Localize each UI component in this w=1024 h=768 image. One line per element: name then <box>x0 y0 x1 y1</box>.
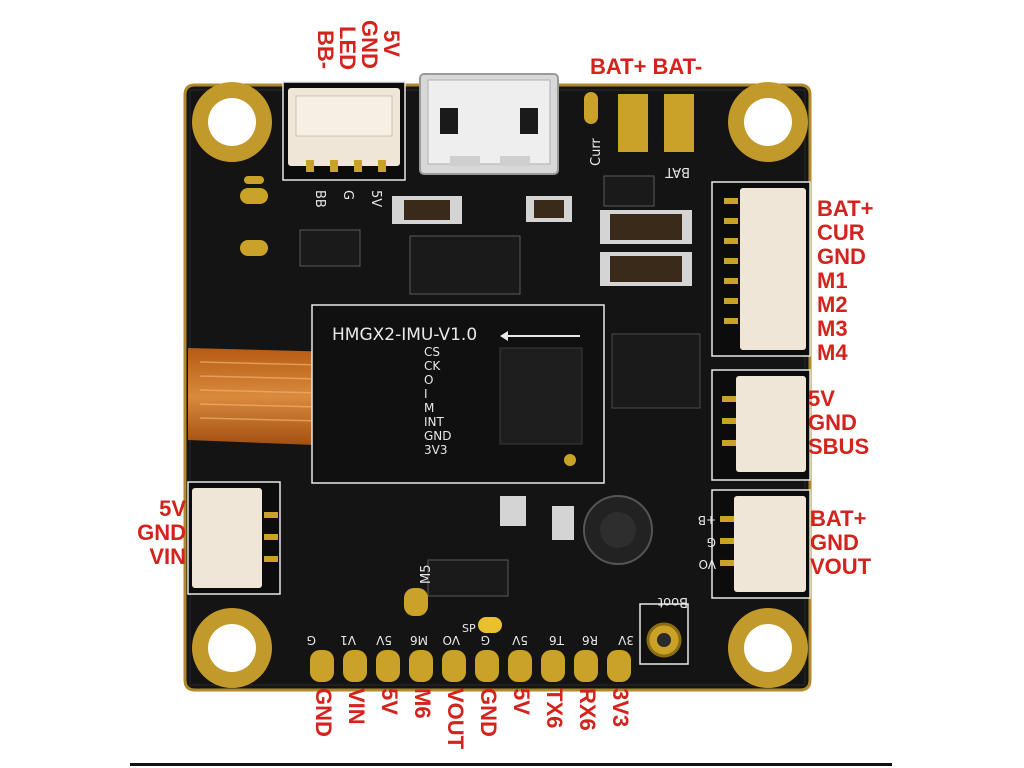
bottom-silk-9: 3V <box>617 633 634 647</box>
connector-right-lower <box>711 489 811 599</box>
connector-right-middle <box>711 369 811 481</box>
label-left-gnd: GND <box>137 520 186 545</box>
right-pad-g: G <box>707 535 716 549</box>
imu-title: HMGX2-IMU-V1.0 <box>332 325 477 345</box>
bottom-silk-8: R6 <box>582 633 598 647</box>
bat-plus-pad <box>618 94 648 152</box>
label-right-m1: M1 <box>817 268 848 293</box>
bottom-silk-4: VO <box>443 633 460 647</box>
label-right-cur: CUR <box>817 220 865 245</box>
mounting-hole-top-left <box>192 82 272 162</box>
label-bottom-rx6: RX6 <box>575 688 600 731</box>
label-right-low-gnd: GND <box>810 530 859 555</box>
label-left-vin: VIN <box>149 544 186 569</box>
mounting-hole-top-right <box>728 82 808 162</box>
bat-silk: BAT <box>665 164 690 179</box>
bottom-pads <box>310 650 631 682</box>
label-right-vout: VOUT <box>810 554 872 579</box>
smd-components <box>240 175 701 633</box>
label-bottom-tx6: TX6 <box>542 688 567 729</box>
top-conn-g: G <box>340 190 355 200</box>
mounting-hole-bottom-left <box>192 608 272 688</box>
label-top-gnd: GND <box>357 20 382 69</box>
label-right-low-bat: BAT+ <box>810 506 867 531</box>
imu-pin-i: I <box>424 387 428 401</box>
top-connector-silk: BB G 5V <box>312 190 383 208</box>
label-bottom-5v: 5V <box>377 688 402 715</box>
mounting-hole-bottom-right <box>728 608 808 688</box>
label-right-5v: 5V <box>808 386 835 411</box>
imu-pin-cs: CS <box>424 345 440 359</box>
label-right-m2: M2 <box>817 292 848 317</box>
bottom-silk-6: 5V <box>511 633 528 647</box>
label-right-bat-plus: BAT+ <box>817 196 874 221</box>
bottom-silk-1: V1 <box>340 633 356 647</box>
label-top-led: LED <box>335 26 360 70</box>
label-bottom-vin: VIN <box>344 688 369 725</box>
label-bottom-gnd2: GND <box>476 688 501 737</box>
imu-pin-labels: CS CK O I M INT GND 3V3 <box>424 345 452 457</box>
label-left-5v: 5V <box>159 496 186 521</box>
top-conn-bb: BB <box>312 190 327 208</box>
bottom-silk-0: G <box>307 633 316 647</box>
base-line <box>130 763 892 766</box>
label-bottom-5v2: 5V <box>509 688 534 715</box>
bottom-pad-silk: G V1 5V M6 VO G 5V T6 R6 3V <box>307 633 634 647</box>
m5-silk: M5 <box>419 565 434 585</box>
imu-pin-ck: CK <box>424 359 441 373</box>
bottom-silk-3: M6 <box>410 633 428 647</box>
bottom-silk-7: T6 <box>549 633 565 647</box>
imu-pin-int: INT <box>424 415 445 429</box>
label-right-m4: M4 <box>817 340 848 365</box>
label-top-5v: 5V <box>379 30 404 57</box>
right-pad-silk: +B G VO <box>698 513 716 571</box>
label-top-bb: BB- <box>313 30 338 70</box>
label-bottom-m6: M6 <box>410 688 435 719</box>
sp-silk: SP <box>462 622 476 635</box>
imu-pin-gnd: GND <box>424 429 452 443</box>
boot-silk: Boot <box>658 594 688 609</box>
imu-module <box>311 304 605 484</box>
label-right-sbus: SBUS <box>808 434 870 459</box>
connector-right-upper <box>711 181 811 357</box>
curr-silk: Curr <box>589 138 604 166</box>
curr-pad <box>584 92 598 124</box>
top-conn-5v: 5V <box>368 190 383 207</box>
right-pad-vo: VO <box>699 557 716 571</box>
imu-pin-3v3: 3V3 <box>424 443 447 457</box>
connector-left <box>187 481 281 595</box>
label-top-bat: BAT+ BAT- <box>590 54 703 79</box>
label-right-gnd: GND <box>817 244 866 269</box>
label-right-mid-gnd: GND <box>808 410 857 435</box>
label-right-m3: M3 <box>817 316 848 341</box>
bottom-silk-5: G <box>481 633 490 647</box>
label-bottom-3v3: 3V3 <box>608 688 633 728</box>
connector-top-left <box>282 81 406 181</box>
boot-button <box>639 603 689 665</box>
label-bottom-gnd: GND <box>311 688 336 737</box>
bat-minus-pad <box>664 94 694 152</box>
right-pad-b: +B <box>698 513 716 527</box>
label-bottom-vout: VOUT <box>443 688 468 750</box>
imu-pin-m: M <box>424 401 434 415</box>
usb-connector <box>419 73 559 175</box>
imu-pin-o: O <box>424 373 433 387</box>
bottom-silk-2: 5V <box>375 633 392 647</box>
